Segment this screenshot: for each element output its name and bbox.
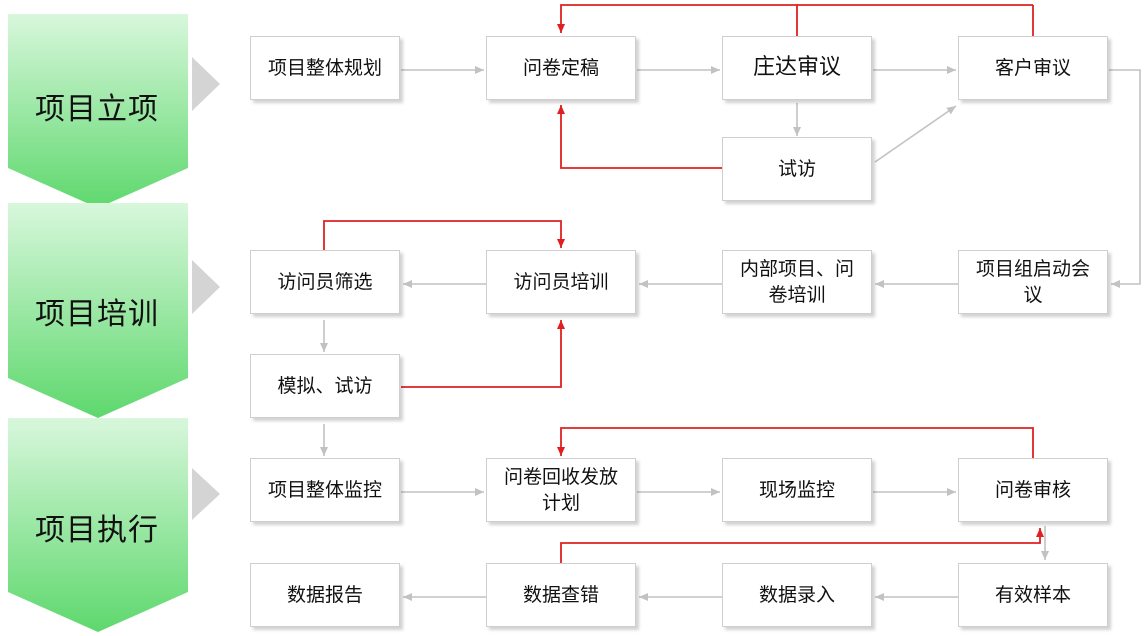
arrow-pilot-to-client: [874, 105, 957, 163]
stage-shape-3: [8, 418, 188, 632]
node-mock-pilot: 模拟、试访: [250, 354, 400, 418]
stage-shape-1: [8, 14, 188, 208]
stage-label-2: 项目培训: [35, 297, 159, 332]
stage-pointer-3: [192, 468, 220, 520]
stage-label-1: 项目立项: [35, 92, 159, 127]
node-pilot: 试访: [722, 137, 872, 201]
node-distribution-plan: 问卷回收发放计划: [486, 458, 636, 522]
node-interviewer-training: 访问员培训: [486, 250, 636, 314]
stage-label-3: 项目执行: [35, 513, 159, 548]
node-internal-training: 内部项目、问卷培训: [722, 250, 872, 314]
red-check-to-audit: [560, 528, 1044, 563]
node-plan: 项目整体规划: [250, 36, 400, 100]
node-data-entry: 数据录入: [722, 563, 872, 627]
stage-pointer-2: [192, 260, 220, 314]
node-data-check: 数据查错: [486, 563, 636, 627]
node-kickoff: 项目组启动会议: [958, 250, 1108, 314]
stage-pointer-1: [192, 57, 220, 111]
red-connectors: [323, 4, 1044, 563]
red-mock-to-training: [401, 320, 565, 388]
red-screening-to-training: [323, 220, 565, 250]
node-zhuangda-review: 庄达审议: [722, 36, 872, 100]
red-zhuangda-to-finalize: [557, 4, 798, 36]
node-field-monitor: 现场监控: [722, 458, 872, 522]
node-questionnaire-audit: 问卷审核: [958, 458, 1108, 522]
node-overall-monitor: 项目整体监控: [250, 458, 400, 522]
gray-connectors: [320, 66, 1141, 601]
stage-shape-2: [8, 203, 188, 418]
node-finalize: 问卷定稿: [486, 36, 636, 100]
node-client-review: 客户审议: [958, 36, 1108, 100]
red-pilot-to-finalize: [557, 105, 722, 169]
red-audit-to-plan: [557, 427, 1034, 458]
node-interviewer-screening: 访问员筛选: [250, 250, 400, 314]
node-valid-sample: 有效样本: [958, 563, 1108, 627]
arrow-client-to-kickoff: [1109, 69, 1141, 288]
node-data-report: 数据报告: [250, 563, 400, 627]
